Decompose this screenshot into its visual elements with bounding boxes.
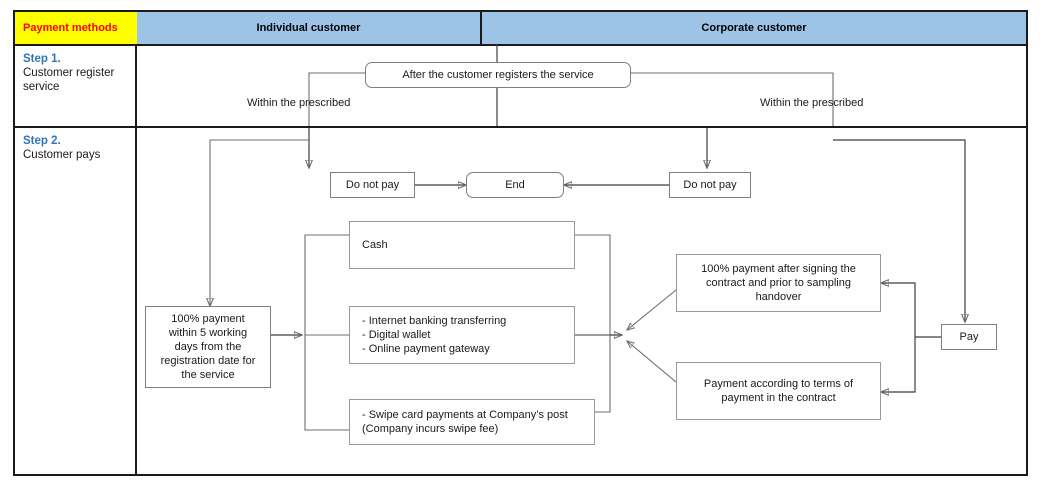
corporate-full-payment-label: 100% payment after signing the contract … (701, 263, 856, 303)
end-node-label: End (505, 179, 525, 191)
method-online-label: - Internet banking transferring - Digita… (362, 315, 507, 355)
individual-payment-node[interactable]: 100% payment within 5 working days from … (145, 306, 271, 388)
start-node[interactable]: After the customer registers the service (365, 62, 631, 88)
row-divider-step1 (13, 126, 1028, 128)
column-divider-label (135, 10, 137, 476)
corporate-full-payment-node[interactable]: 100% payment after signing the contract … (676, 254, 881, 312)
corporate-terms-node[interactable]: Payment according to terms of payment in… (676, 362, 881, 420)
end-node[interactable]: End (466, 172, 564, 198)
header-corporate-customer-label: Corporate customer (701, 22, 807, 34)
corporate-terms-label: Payment according to terms of payment in… (703, 378, 854, 404)
individual-payment-label: 100% payment within 5 working days from … (160, 313, 256, 381)
method-swipe-node[interactable]: - Swipe card payments at Company’s post … (349, 399, 595, 445)
step-1-title: Step 1. (23, 53, 61, 65)
method-cash-label: Cash (362, 239, 388, 251)
row-divider-header (13, 44, 1028, 46)
branch-label-right: Within the prescribed (760, 97, 864, 109)
step-1-subtitle: Customer register service (23, 67, 115, 93)
table-border-right (1026, 10, 1028, 476)
table-border-bottom (13, 474, 1028, 476)
do-not-pay-left-node[interactable]: Do not pay (330, 172, 415, 198)
table-border-left (13, 10, 15, 476)
method-online-node[interactable]: - Internet banking transferring - Digita… (349, 306, 575, 364)
pay-node-label: Pay (959, 331, 979, 343)
header-individual-customer: Individual customer (137, 12, 480, 44)
header-corporate-customer: Corporate customer (482, 12, 1026, 44)
header-payment-methods-label: Payment methods (23, 22, 118, 34)
header-individual-customer-label: Individual customer (256, 22, 361, 34)
table-border-top (13, 10, 1028, 12)
do-not-pay-right-label: Do not pay (683, 179, 737, 191)
method-swipe-label: - Swipe card payments at Company’s post … (362, 409, 568, 435)
step-2-title: Step 2. (23, 135, 61, 147)
header-payment-methods: Payment methods (15, 12, 143, 44)
do-not-pay-left-label: Do not pay (345, 179, 400, 191)
start-node-label: After the customer registers the service (402, 69, 594, 81)
pay-node[interactable]: Pay (941, 324, 997, 350)
branch-label-left: Within the prescribed (247, 97, 351, 109)
column-divider-customer (480, 10, 482, 45)
do-not-pay-right-node[interactable]: Do not pay (669, 172, 751, 198)
step-1-cell: Step 1. Customer register service (15, 52, 141, 94)
step-2-cell: Step 2. Customer pays (15, 134, 141, 162)
step-2-subtitle: Customer pays (23, 149, 101, 161)
method-cash-node[interactable]: Cash (349, 221, 575, 269)
